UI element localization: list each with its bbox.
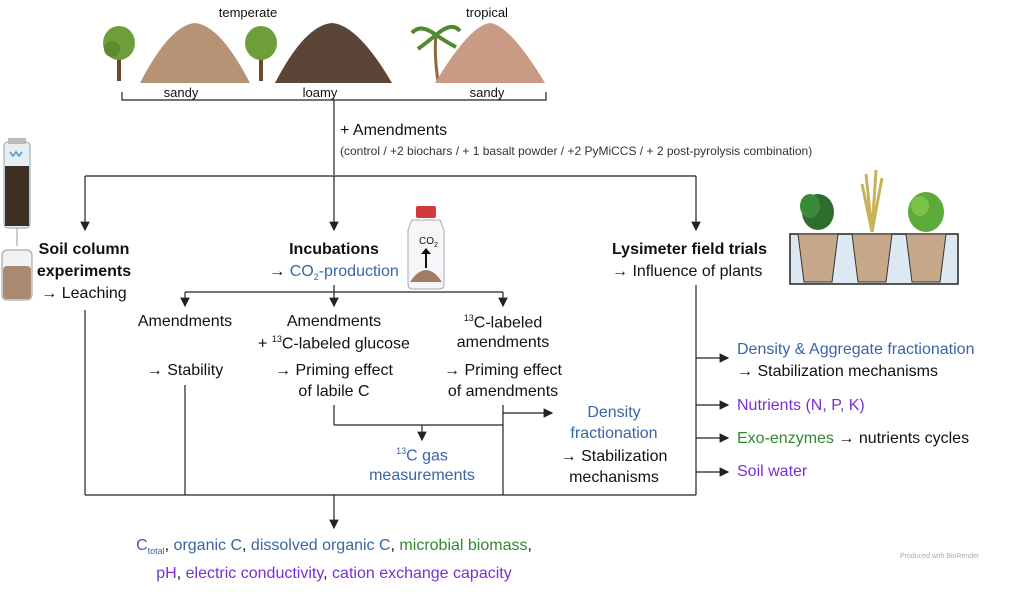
biorender-watermark: Produced with BioRender — [900, 553, 980, 560]
amendments-col2-labile: of labile C — [298, 383, 370, 400]
lysimeter-title: Lysimeter field trials — [612, 241, 768, 258]
plant-pot-icon — [905, 192, 947, 283]
amendments-col2-priming: → Priming effect — [275, 362, 393, 379]
incubations-co2-production: → CO2-production — [269, 263, 399, 283]
amendments-col3-priming: → Priming effect — [444, 362, 562, 379]
soil-column-icon — [1, 138, 33, 301]
amendments-title: + Amendments — [340, 122, 448, 139]
amendments-detail: (control / +2 biochars / + 1 basalt powd… — [340, 144, 813, 158]
co2-bottle-icon — [407, 206, 445, 290]
density-fractionation-title-2: fractionation — [570, 425, 658, 442]
co2-bottle-label: CO2 — [419, 236, 438, 249]
amendments-col3-amendments: amendments — [456, 334, 550, 351]
climate-label-tropical: tropical — [466, 5, 508, 20]
soil-label-sandy: sandy — [163, 85, 199, 100]
density-stabilization-2: mechanisms — [569, 469, 659, 486]
plant-pot-icon — [797, 194, 839, 283]
output-soil-water: Soil water — [737, 463, 808, 480]
output-nutrients: Nutrients (N, P, K) — [737, 397, 865, 414]
amendments-col2-glucose: + 13C-labeled glucose — [258, 334, 410, 353]
amendments-col1-stability: → Stability — [146, 362, 224, 379]
results-line-2: pH, electric conductivity, cation exchan… — [156, 565, 512, 582]
density-fractionation-title-1: Density — [587, 404, 641, 421]
tree-icon — [103, 26, 135, 81]
tree-icon — [245, 26, 277, 81]
density-stabilization-1: → Stabilization — [560, 448, 668, 465]
incubations-title: Incubations — [289, 241, 379, 258]
lysimeter-plants-illustration — [789, 169, 959, 285]
climate-label-temperate: temperate — [218, 5, 278, 20]
amendments-col3-title: 13C-labeled — [463, 313, 543, 332]
amendments-col3-of-amendments: of amendments — [447, 383, 559, 400]
output-exo-enzymes: Exo-enzymes → nutrients cycles — [737, 430, 970, 447]
amendments-col1-title: Amendments — [137, 313, 233, 330]
soil-label-loamy: loamy — [302, 85, 338, 100]
soil-column-leaching: → Leaching — [41, 285, 127, 302]
gas-measurements-sub: measurements — [369, 467, 475, 484]
palm-tree-icon — [410, 24, 462, 82]
soil-piles-illustration — [103, 23, 545, 83]
lysimeter-subtitle: → Influence of plants — [612, 263, 763, 280]
results-line-1: Ctotal, organic C, dissolved organic C, … — [136, 537, 532, 557]
output-stabilization: → Stabilization mechanisms — [737, 363, 938, 380]
output-density-aggregate: Density & Aggregate fractionation — [737, 341, 975, 358]
gas-measurements-title: 13C gas — [396, 446, 448, 465]
soil-label-sandy-tropical: sandy — [469, 85, 505, 100]
amendments-col2-title: Amendments — [286, 313, 382, 330]
plant-pot-icon — [851, 169, 893, 283]
soil-column-title-2: experiments — [36, 263, 132, 280]
soil-column-title-1: Soil column — [38, 241, 130, 258]
